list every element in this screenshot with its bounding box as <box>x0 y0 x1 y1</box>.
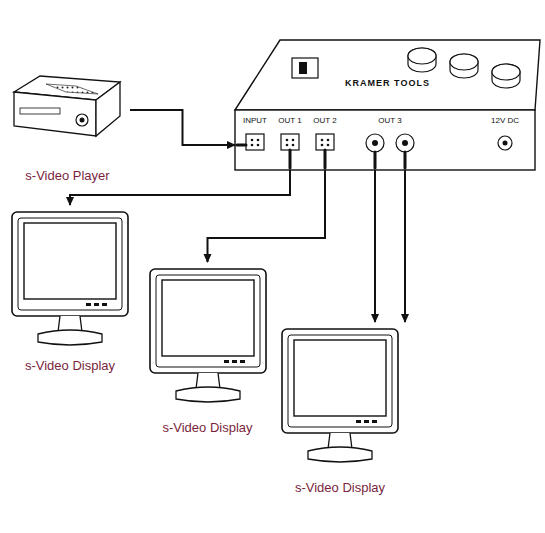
display-drawing <box>12 212 128 345</box>
port-label: OUT 1 <box>278 116 301 125</box>
port-label: OUT 2 <box>313 116 336 125</box>
distribution-amplifier-drawing <box>235 40 540 170</box>
display-drawing <box>282 329 398 462</box>
device-label: s-Video Display <box>23 358 117 373</box>
video-cable <box>208 170 326 262</box>
display-device: s-Video Display <box>260 322 420 497</box>
device-label: s-Video Display <box>293 480 387 495</box>
video-cable <box>374 170 376 322</box>
video-player-drawing <box>14 76 120 136</box>
display-device: s-Video Display <box>5 205 135 375</box>
device-label: s-Video Display <box>160 420 254 435</box>
player-device: s-Video Player <box>5 65 130 185</box>
amplifier-box: KRAMER TOOLS <box>235 40 540 170</box>
port-label: OUT 3 <box>378 116 401 125</box>
display-drawing <box>150 269 266 402</box>
display-device: s-Video Display <box>140 262 275 437</box>
port-label: INPUT <box>243 116 267 125</box>
video-cable <box>404 170 406 322</box>
brand-label: KRAMER TOOLS <box>345 78 430 88</box>
device-label: s-Video Player <box>23 168 111 183</box>
port-label: 12V DC <box>491 116 519 125</box>
video-cable <box>130 110 235 145</box>
